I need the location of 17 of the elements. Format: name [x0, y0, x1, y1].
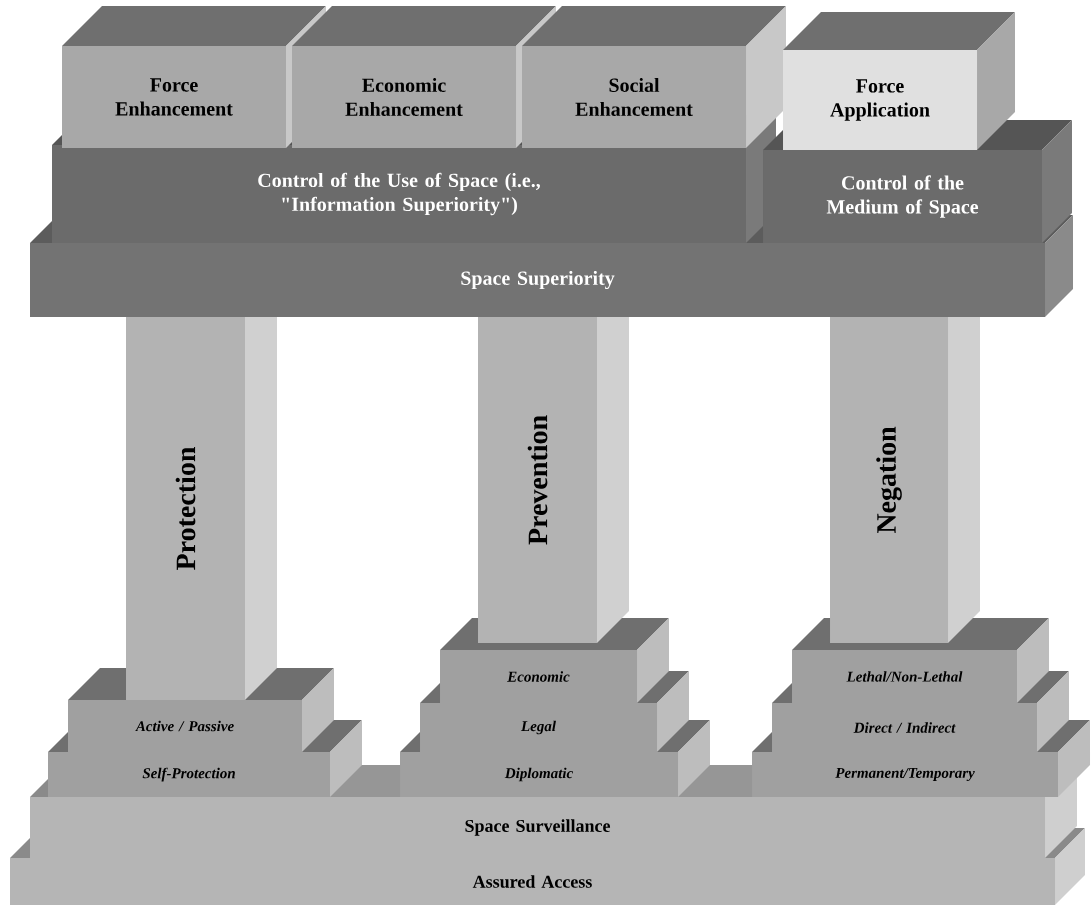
node-label: Self-Protection — [142, 767, 235, 782]
block: Control of the Use of Space (i.e., "Information Superiority") — [52, 115, 776, 243]
node-label: Force Enhancement — [115, 78, 233, 116]
block: Negation — [830, 285, 980, 643]
node-label: Direct / Indirect — [853, 722, 956, 733]
node-label: Economic Enhancement — [345, 77, 463, 117]
node-label: Control of the Use of Space (i.e., "Information Superiority") — [258, 172, 540, 216]
node-label: Assured Access — [472, 875, 592, 888]
node-label: Economic — [507, 671, 570, 682]
block: Protection — [126, 285, 277, 700]
block: Social Enhancement — [522, 6, 786, 148]
node-label: Lethal/Non-Lethal — [846, 671, 963, 682]
node-label: Legal — [520, 720, 556, 735]
block: Force Application — [783, 12, 1015, 150]
node-label: Diplomatic — [504, 767, 573, 782]
node-label: Active / Passive — [135, 720, 234, 732]
node-label: Permanent/Temporary — [835, 767, 975, 782]
